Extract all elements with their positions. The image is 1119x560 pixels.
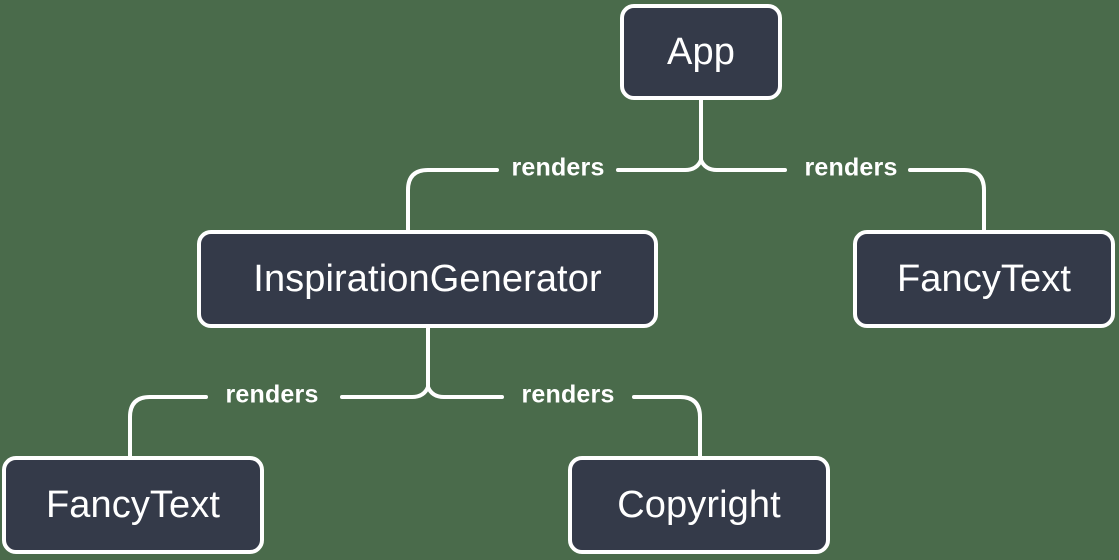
node-inspiration-generator[interactable]: InspirationGenerator <box>197 230 658 328</box>
node-copyright[interactable]: Copyright <box>568 456 830 554</box>
edge-inspiration-junction-right <box>426 385 446 399</box>
edge-inspiration-to-fancytext-elbow <box>128 395 152 458</box>
node-app[interactable]: App <box>620 4 782 100</box>
edge-label-app-to-inspiration-generator: renders <box>511 153 605 182</box>
edge-label-inspiration-generator-to-fancytext: renders <box>225 380 319 409</box>
edge-app-junction-left <box>683 158 703 172</box>
edge-app-to-fancytext-elbow <box>962 168 986 232</box>
edge-app-junction-right <box>699 158 719 172</box>
node-fancytext-bottom-left[interactable]: FancyText <box>2 456 264 554</box>
edge-app-to-inspiration-elbow <box>406 168 432 232</box>
edge-label-inspiration-generator-to-copyright: renders <box>521 380 615 409</box>
edge-label-app-to-fancytext-right: renders <box>804 153 898 182</box>
node-fancytext-right[interactable]: FancyText <box>853 230 1115 328</box>
edge-inspiration-to-copyright-elbow <box>678 395 702 458</box>
edge-inspiration-junction-left <box>410 385 430 399</box>
